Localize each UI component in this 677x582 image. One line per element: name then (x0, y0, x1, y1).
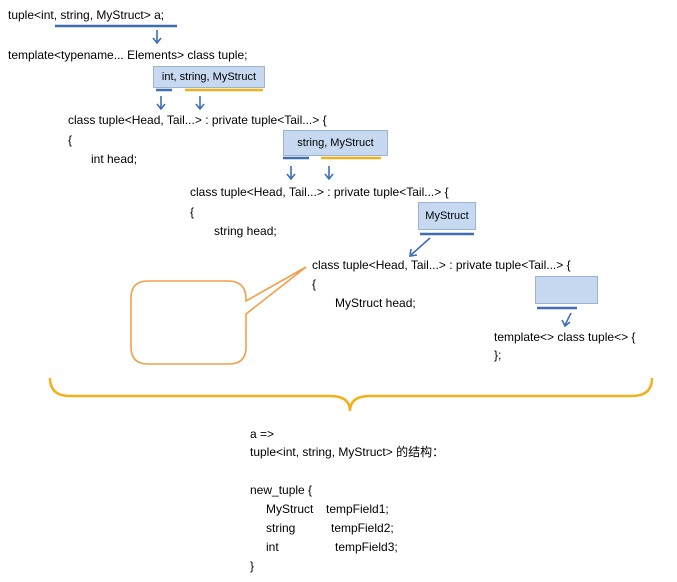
level1-open-brace: { (68, 133, 73, 147)
arrow-head-2 (286, 166, 296, 181)
primary-template-line: template<typename... Elements> class tup… (8, 48, 248, 62)
args-box-3: MyStruct (418, 202, 476, 230)
arrow-to-level3 (409, 237, 431, 257)
level2-open-brace: { (190, 205, 195, 219)
arrow-tail-1 (195, 96, 205, 111)
result-line-newtuple: new_tuple { (250, 483, 313, 497)
level3-open-brace: { (312, 277, 317, 291)
field-name-3: tempField3; (335, 540, 398, 554)
field-type-1: MyStruct (266, 502, 314, 516)
curly-brace (48, 377, 654, 412)
tuple-instance-line: tuple<int, string, MyStruct> a; (8, 8, 165, 22)
level2-member: string head; (214, 224, 277, 238)
arrow-to-empty-spec (561, 312, 572, 328)
field-type-3: int (266, 540, 279, 554)
level1-member: int head; (91, 152, 138, 166)
arrow-head-1 (156, 96, 166, 111)
result-line-structure: tuple<int, string, MyStruct> 的结构： (250, 445, 445, 459)
field-name-2: tempField2; (331, 521, 394, 535)
empty-args-box (535, 276, 598, 304)
level2-decl: class tuple<Head, Tail...> : private tup… (190, 185, 449, 199)
args-box-1: int, string, MyStruct (153, 66, 265, 88)
level1-decl: class tuple<Head, Tail...> : private tup… (68, 113, 327, 127)
empty-specialization-decl: template<> class tuple<> { (494, 330, 636, 344)
result-close-brace: } (250, 559, 255, 573)
field-type-2: string (266, 521, 296, 535)
result-line-arrow: a => (250, 427, 275, 441)
field-name-1: tempField1; (326, 502, 389, 516)
empty-specialization-close: }; (494, 348, 502, 362)
arrow-tail-2 (324, 166, 334, 181)
arrow-to-template (152, 30, 162, 45)
level3-decl: class tuple<Head, Tail...> : private tup… (312, 258, 571, 272)
args-box-2: string, MyStruct (283, 130, 388, 156)
level3-member: MyStruct head; (335, 296, 416, 310)
callout-text: 这时的Tail只能匹配 “空参数” 了 (142, 293, 236, 324)
